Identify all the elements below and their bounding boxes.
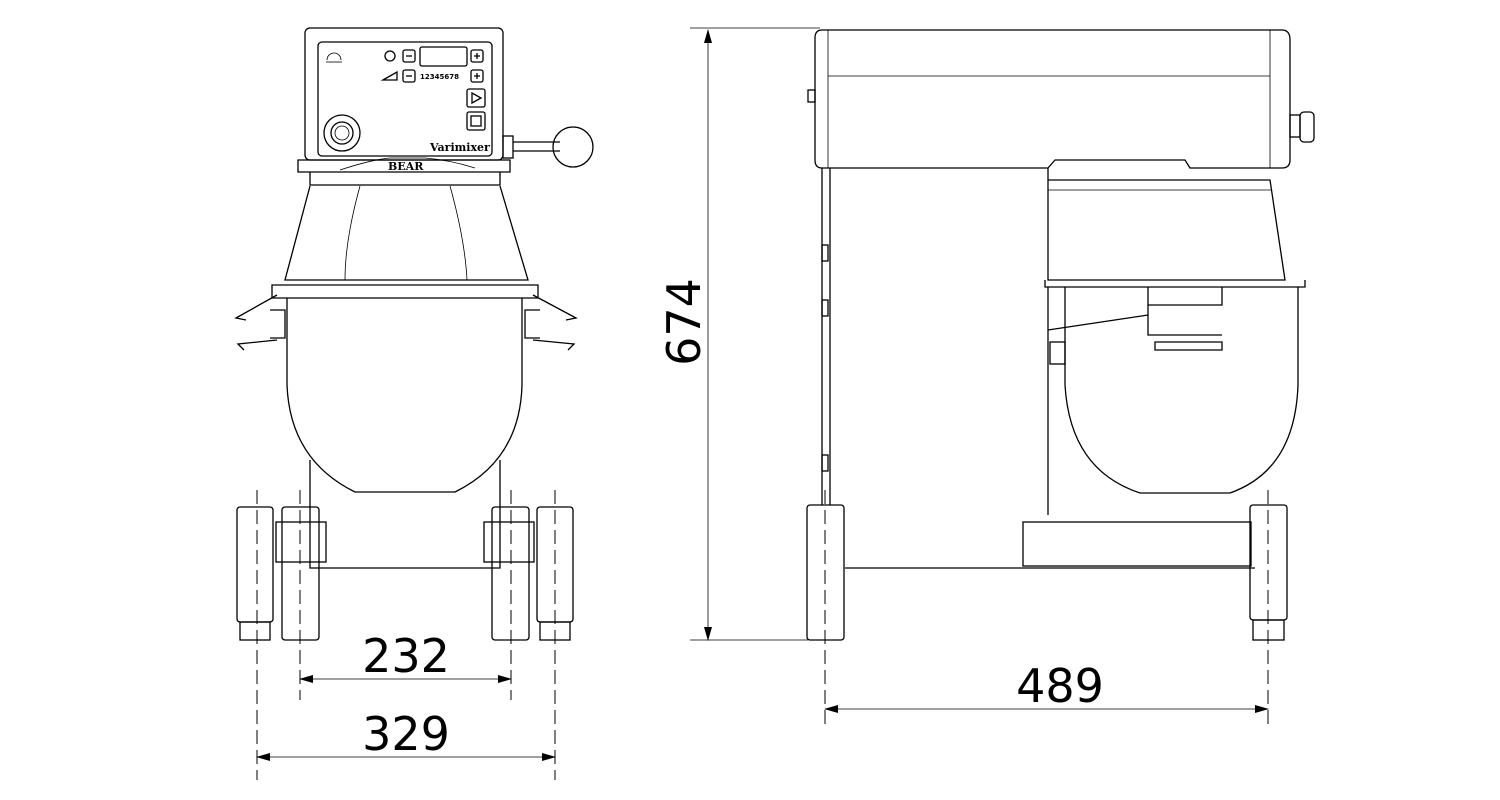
speed-minus-button[interactable]: [402, 69, 416, 83]
side-view: [806, 29, 1315, 725]
speed-scale: 12345678: [420, 73, 459, 81]
front-view: 12345678 Varimixer BEAR: [234, 27, 594, 780]
dimension-depth: 489: [1016, 659, 1104, 713]
emergency-stop-knob-icon[interactable]: [323, 114, 361, 152]
panel-brand-label: Varimixer: [429, 141, 490, 154]
mixing-bowl: [286, 298, 523, 493]
timer-icon: [384, 50, 396, 62]
stop-icon: [470, 115, 482, 127]
timer-plus-button[interactable]: [470, 49, 484, 63]
speed-plus-button[interactable]: [470, 69, 484, 83]
side-knob[interactable]: [1289, 111, 1315, 143]
front-legs: [236, 506, 574, 641]
side-base: [1022, 521, 1252, 567]
dimension-height: 674: [657, 278, 711, 366]
bowl-lift-lever[interactable]: [502, 126, 594, 168]
mixer-head: [814, 29, 1291, 169]
play-button[interactable]: [466, 88, 486, 108]
mixing-bowl-side: [1064, 287, 1299, 494]
speed-ramp-icon: [380, 70, 398, 81]
front-brand-label: BEAR: [388, 160, 424, 173]
stop-button[interactable]: [466, 111, 486, 131]
play-icon: [471, 91, 483, 105]
dimension-inner-leg-spacing: 232: [362, 629, 450, 683]
control-panel: [317, 41, 493, 157]
timer-display: [419, 46, 468, 67]
timer-minus-button[interactable]: [402, 49, 416, 63]
logo-icon: [326, 52, 342, 63]
dimension-outer-leg-spacing: 329: [362, 707, 450, 761]
